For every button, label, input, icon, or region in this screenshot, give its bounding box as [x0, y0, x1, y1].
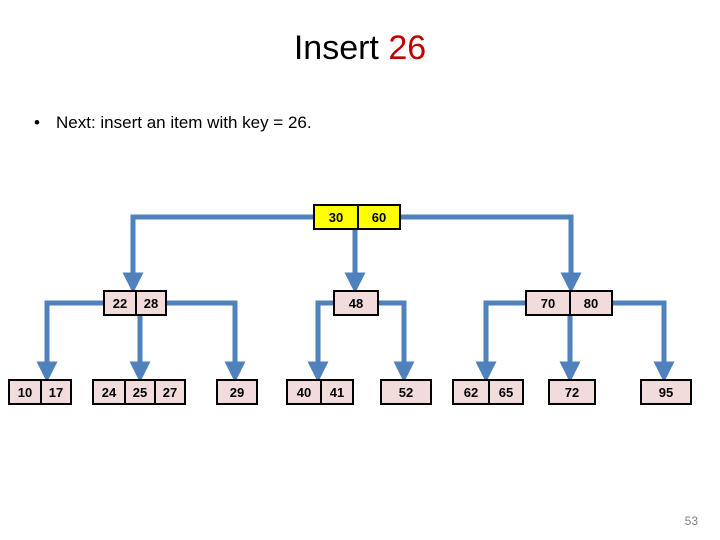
- tree-node-cell: 24: [101, 384, 117, 400]
- edge-48-left: [307, 300, 333, 383]
- tree-node-cell: 48: [348, 295, 364, 311]
- tree-node-cell: 65: [488, 381, 522, 403]
- tree-node-cell: 62: [463, 384, 479, 400]
- tree-node-22-28[interactable]: 22 28: [103, 290, 167, 316]
- tree-node-cell: 22: [112, 295, 128, 311]
- title-accent-number: 26: [388, 29, 427, 67]
- tree-node-cell: 80: [569, 292, 611, 314]
- tree-leaf-10-17[interactable]: 10 17: [8, 379, 72, 405]
- tree-leaf-95[interactable]: 95: [640, 379, 692, 405]
- edge-70-left: [475, 300, 525, 383]
- tree-leaf-62-65[interactable]: 62 65: [452, 379, 524, 405]
- tree-leaf-40-41[interactable]: 40 41: [286, 379, 354, 405]
- edge-70-right: [613, 300, 675, 383]
- edge-root-right: [397, 214, 582, 294]
- bullet-item: • Next: insert an item with key = 26.: [34, 112, 674, 134]
- tree-leaf-72[interactable]: 72: [548, 379, 596, 405]
- bullet-marker-icon: •: [34, 113, 40, 132]
- tree-node-cell: 60: [357, 206, 399, 228]
- tree-node-cell: 30: [328, 209, 344, 225]
- tree-leaf-52[interactable]: 52: [380, 379, 432, 405]
- edge-48-right: [379, 300, 415, 383]
- edge-22-right: [167, 300, 246, 383]
- edge-22-left: [36, 300, 103, 383]
- tree-node-cell: 10: [17, 384, 33, 400]
- tree-node-cell: 95: [658, 384, 674, 400]
- tree-leaf-24-25-27[interactable]: 24 25 27: [92, 379, 186, 405]
- edge-root-left: [122, 214, 313, 294]
- tree-node-root[interactable]: 30 60: [313, 204, 401, 230]
- tree-node-cell: 25: [124, 381, 154, 403]
- title-main-text: Insert: [293, 29, 389, 67]
- tree-node-cell: 29: [229, 384, 245, 400]
- tree-node-cell: 28: [135, 292, 165, 314]
- tree-node-cell: 27: [154, 381, 184, 403]
- tree-node-cell: 70: [540, 295, 556, 311]
- tree-node-cell: 41: [320, 381, 352, 403]
- tree-node-cell: 72: [564, 384, 580, 400]
- tree-node-cell: 17: [40, 381, 70, 403]
- tree-leaf-29[interactable]: 29: [216, 379, 258, 405]
- tree-node-48[interactable]: 48: [333, 290, 379, 316]
- bullet-item-label: Next: insert an item with key = 26.: [56, 113, 312, 132]
- tree-node-70-80[interactable]: 70 80: [525, 290, 613, 316]
- page-title: Insert 26: [0, 28, 720, 68]
- tree-node-cell: 52: [398, 384, 414, 400]
- tree-node-cell: 40: [296, 384, 312, 400]
- page-number: 53: [684, 514, 698, 528]
